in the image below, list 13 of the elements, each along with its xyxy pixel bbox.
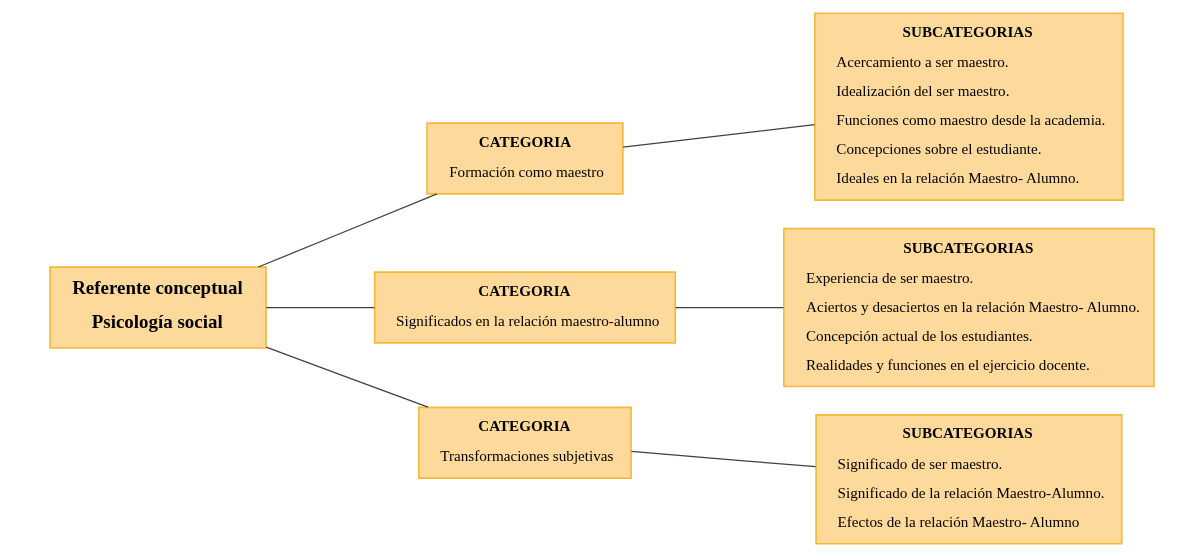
node-box: Referente conceptual Psicología social bbox=[48, 266, 267, 349]
connector bbox=[257, 193, 438, 268]
node-box: CATEGORIA Transformaciones subjetivas bbox=[417, 406, 632, 479]
connector bbox=[265, 346, 429, 408]
node-box: SUBCATEGORIAS Experiencia de ser maestro. Aciertos y desaciertos en la relación Maestro- Alumno. Concepción actual de los estudiantes. Realidades y funciones en el ejercicio docente. bbox=[782, 227, 1155, 388]
connector bbox=[621, 124, 815, 148]
node-box: CATEGORIA Formación como maestro bbox=[425, 122, 624, 195]
node-box: CATEGORIA Significados en la relación maestro-alumno bbox=[373, 271, 676, 344]
connector bbox=[674, 306, 784, 309]
connector bbox=[630, 450, 816, 468]
connector bbox=[265, 306, 375, 309]
node-box: SUBCATEGORIAS Significado de ser maestro. Significado de la relación Maestro-Alumno. Efectos de la relación Maestro- Alumno bbox=[814, 414, 1123, 545]
node-box: SUBCATEGORIAS Acercamiento a ser maestro. Idealización del ser maestro. Funciones como maestro desde la academia. Concepciones sobre el estudiante. Ideales en la relación Maestro- Alumno. bbox=[813, 12, 1124, 201]
